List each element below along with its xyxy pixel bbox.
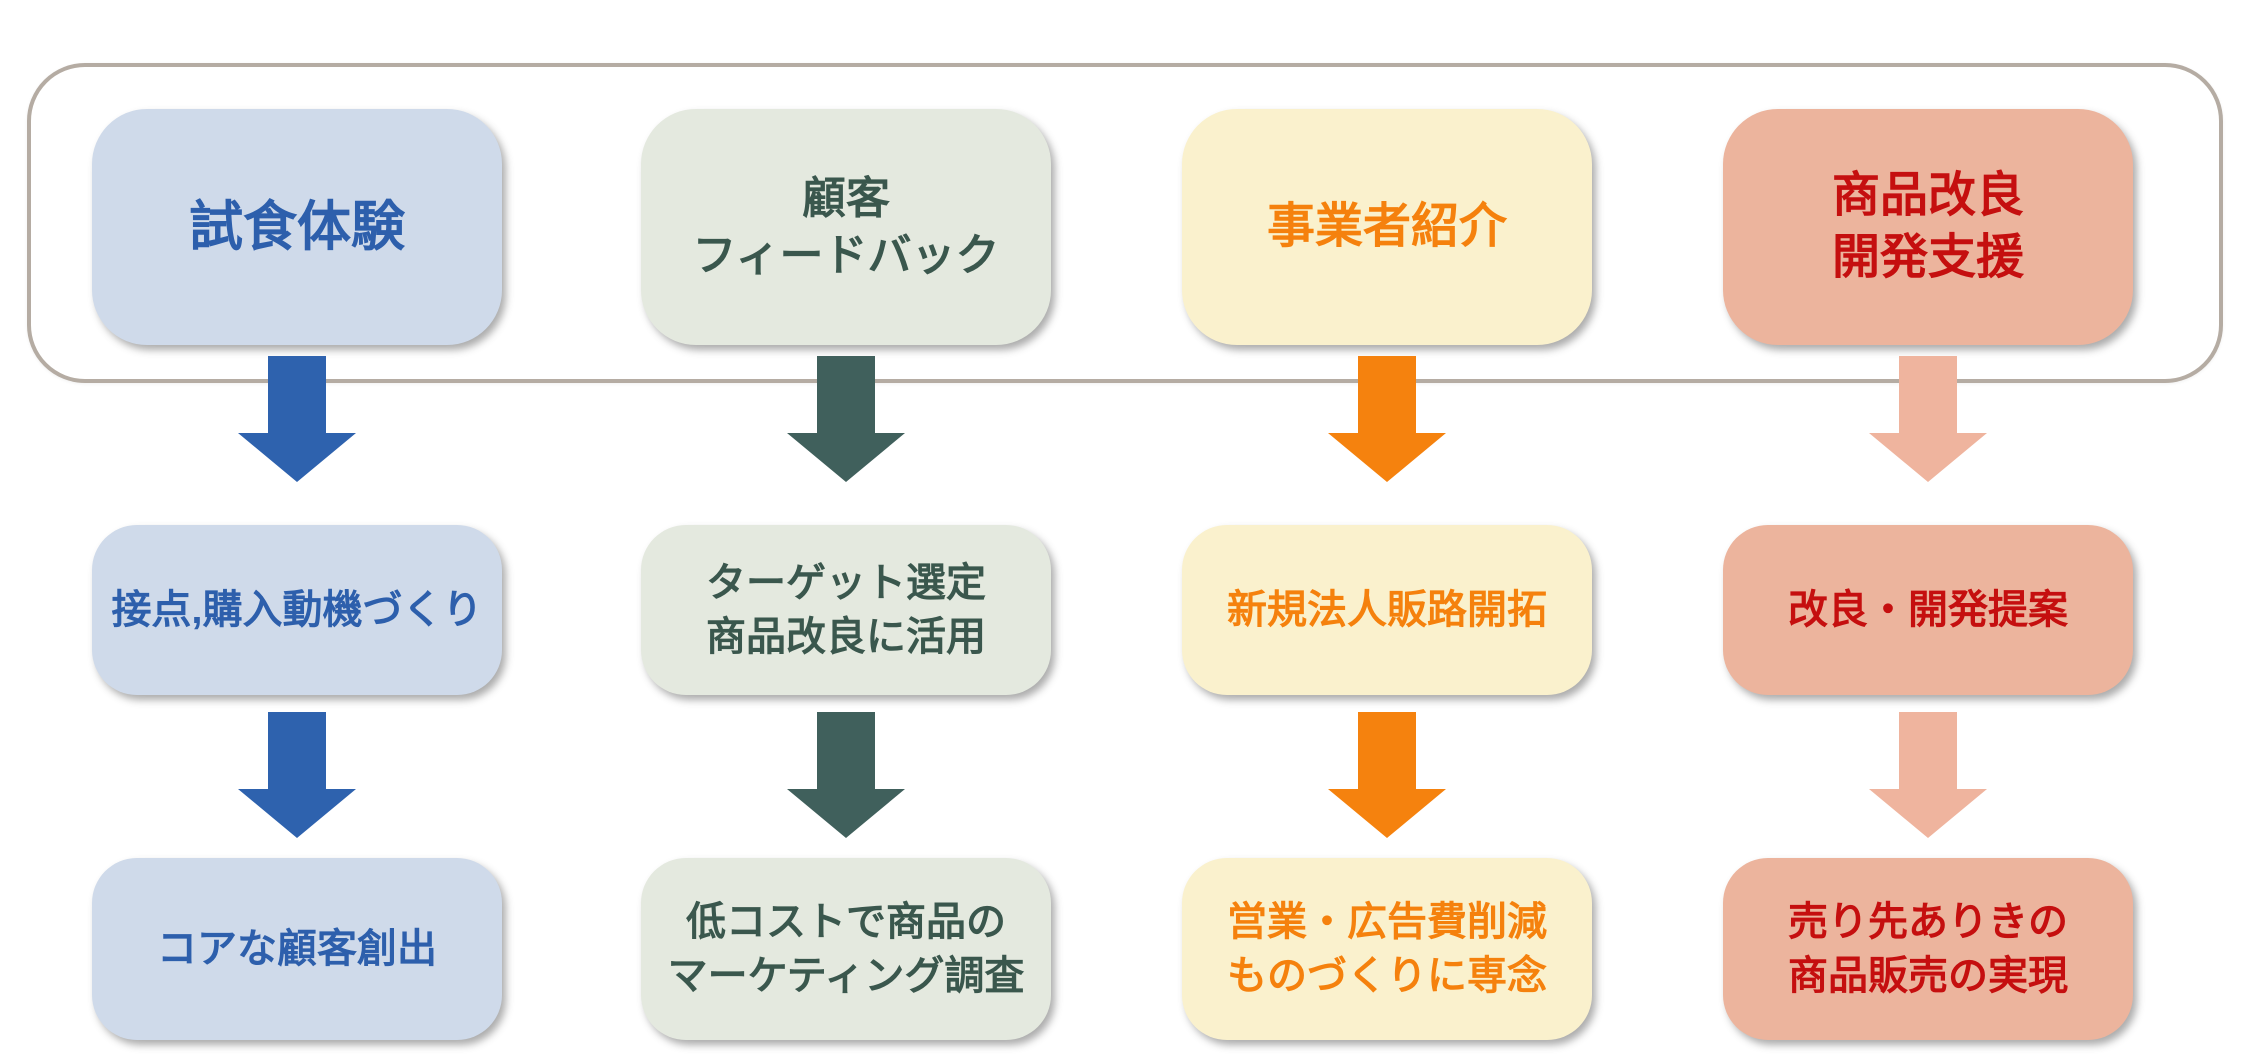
down-arrow-icon bbox=[787, 712, 905, 838]
box-label-line: 新規法人販路開拓 bbox=[1227, 588, 1547, 632]
box-label-line: 営業・広告費削減 bbox=[1227, 900, 1547, 944]
middle-box-improvement-proposal: 改良・開発提案 bbox=[1723, 525, 2133, 695]
column-customer-feedback: 顧客 フィードバック ターゲット選定 商品改良に活用 低コストで商品の マーケテ… bbox=[641, 0, 1051, 1059]
box-label-line: 顧客 bbox=[802, 173, 890, 223]
top-box-product-improvement: 商品改良 開発支援 bbox=[1723, 109, 2133, 345]
bottom-box-core-customers: コアな顧客創出 bbox=[92, 858, 502, 1040]
top-box-tasting-experience: 試食体験 bbox=[92, 109, 502, 345]
box-label-line: 商品販売の実現 bbox=[1788, 954, 2068, 998]
box-label-line: 試食体験 bbox=[189, 196, 405, 257]
box-label-line: 事業者紹介 bbox=[1266, 199, 1507, 253]
box-label-line: 接点,購入動機づくり bbox=[111, 588, 483, 632]
box-label-line: ものづくりに専念 bbox=[1227, 954, 1547, 998]
column-business-introduction: 事業者紹介 新規法人販路開拓 営業・広告費削減 ものづくりに専念 bbox=[1182, 0, 1592, 1059]
down-arrow-icon bbox=[787, 356, 905, 482]
middle-box-new-sales-channels: 新規法人販路開拓 bbox=[1182, 525, 1592, 695]
bottom-box-cost-reduction-focus: 営業・広告費削減 ものづくりに専念 bbox=[1182, 858, 1592, 1040]
down-arrow-icon bbox=[1869, 356, 1987, 482]
down-arrow-icon bbox=[1328, 712, 1446, 838]
column-product-improvement-support: 商品改良 開発支援 改良・開発提案 売り先ありきの 商品販売の実現 bbox=[1723, 0, 2133, 1059]
column-tasting-experience: 試食体験 接点,購入動機づくり コアな顧客創出 bbox=[92, 0, 502, 1059]
top-box-customer-feedback: 顧客 フィードバック bbox=[641, 109, 1051, 345]
down-arrow-icon bbox=[1328, 356, 1446, 482]
top-box-business-introduction: 事業者紹介 bbox=[1182, 109, 1592, 345]
box-label-line: 売り先ありきの bbox=[1788, 900, 2068, 944]
box-label-line: フィードバック bbox=[692, 231, 1000, 280]
bottom-box-guaranteed-sales: 売り先ありきの 商品販売の実現 bbox=[1723, 858, 2133, 1040]
down-arrow-icon bbox=[1869, 712, 1987, 838]
middle-box-target-selection: ターゲット選定 商品改良に活用 bbox=[641, 525, 1051, 695]
down-arrow-icon bbox=[238, 712, 356, 838]
box-label-line: コアな顧客創出 bbox=[157, 927, 437, 971]
box-label-line: マーケティング調査 bbox=[667, 954, 1025, 998]
down-arrow-icon bbox=[238, 356, 356, 482]
bottom-box-low-cost-marketing: 低コストで商品の マーケティング調査 bbox=[641, 858, 1051, 1040]
box-label-line: 商品改良に活用 bbox=[706, 615, 986, 659]
box-label-line: 開発支援 bbox=[1831, 231, 2024, 284]
middle-box-touchpoint-motivation: 接点,購入動機づくり bbox=[92, 525, 502, 695]
box-label-line: 商品改良 bbox=[1831, 168, 2024, 222]
box-label-line: 低コストで商品の bbox=[686, 900, 1006, 944]
box-label-line: 改良・開発提案 bbox=[1788, 588, 2068, 632]
box-label-line: ターゲット選定 bbox=[706, 561, 986, 605]
